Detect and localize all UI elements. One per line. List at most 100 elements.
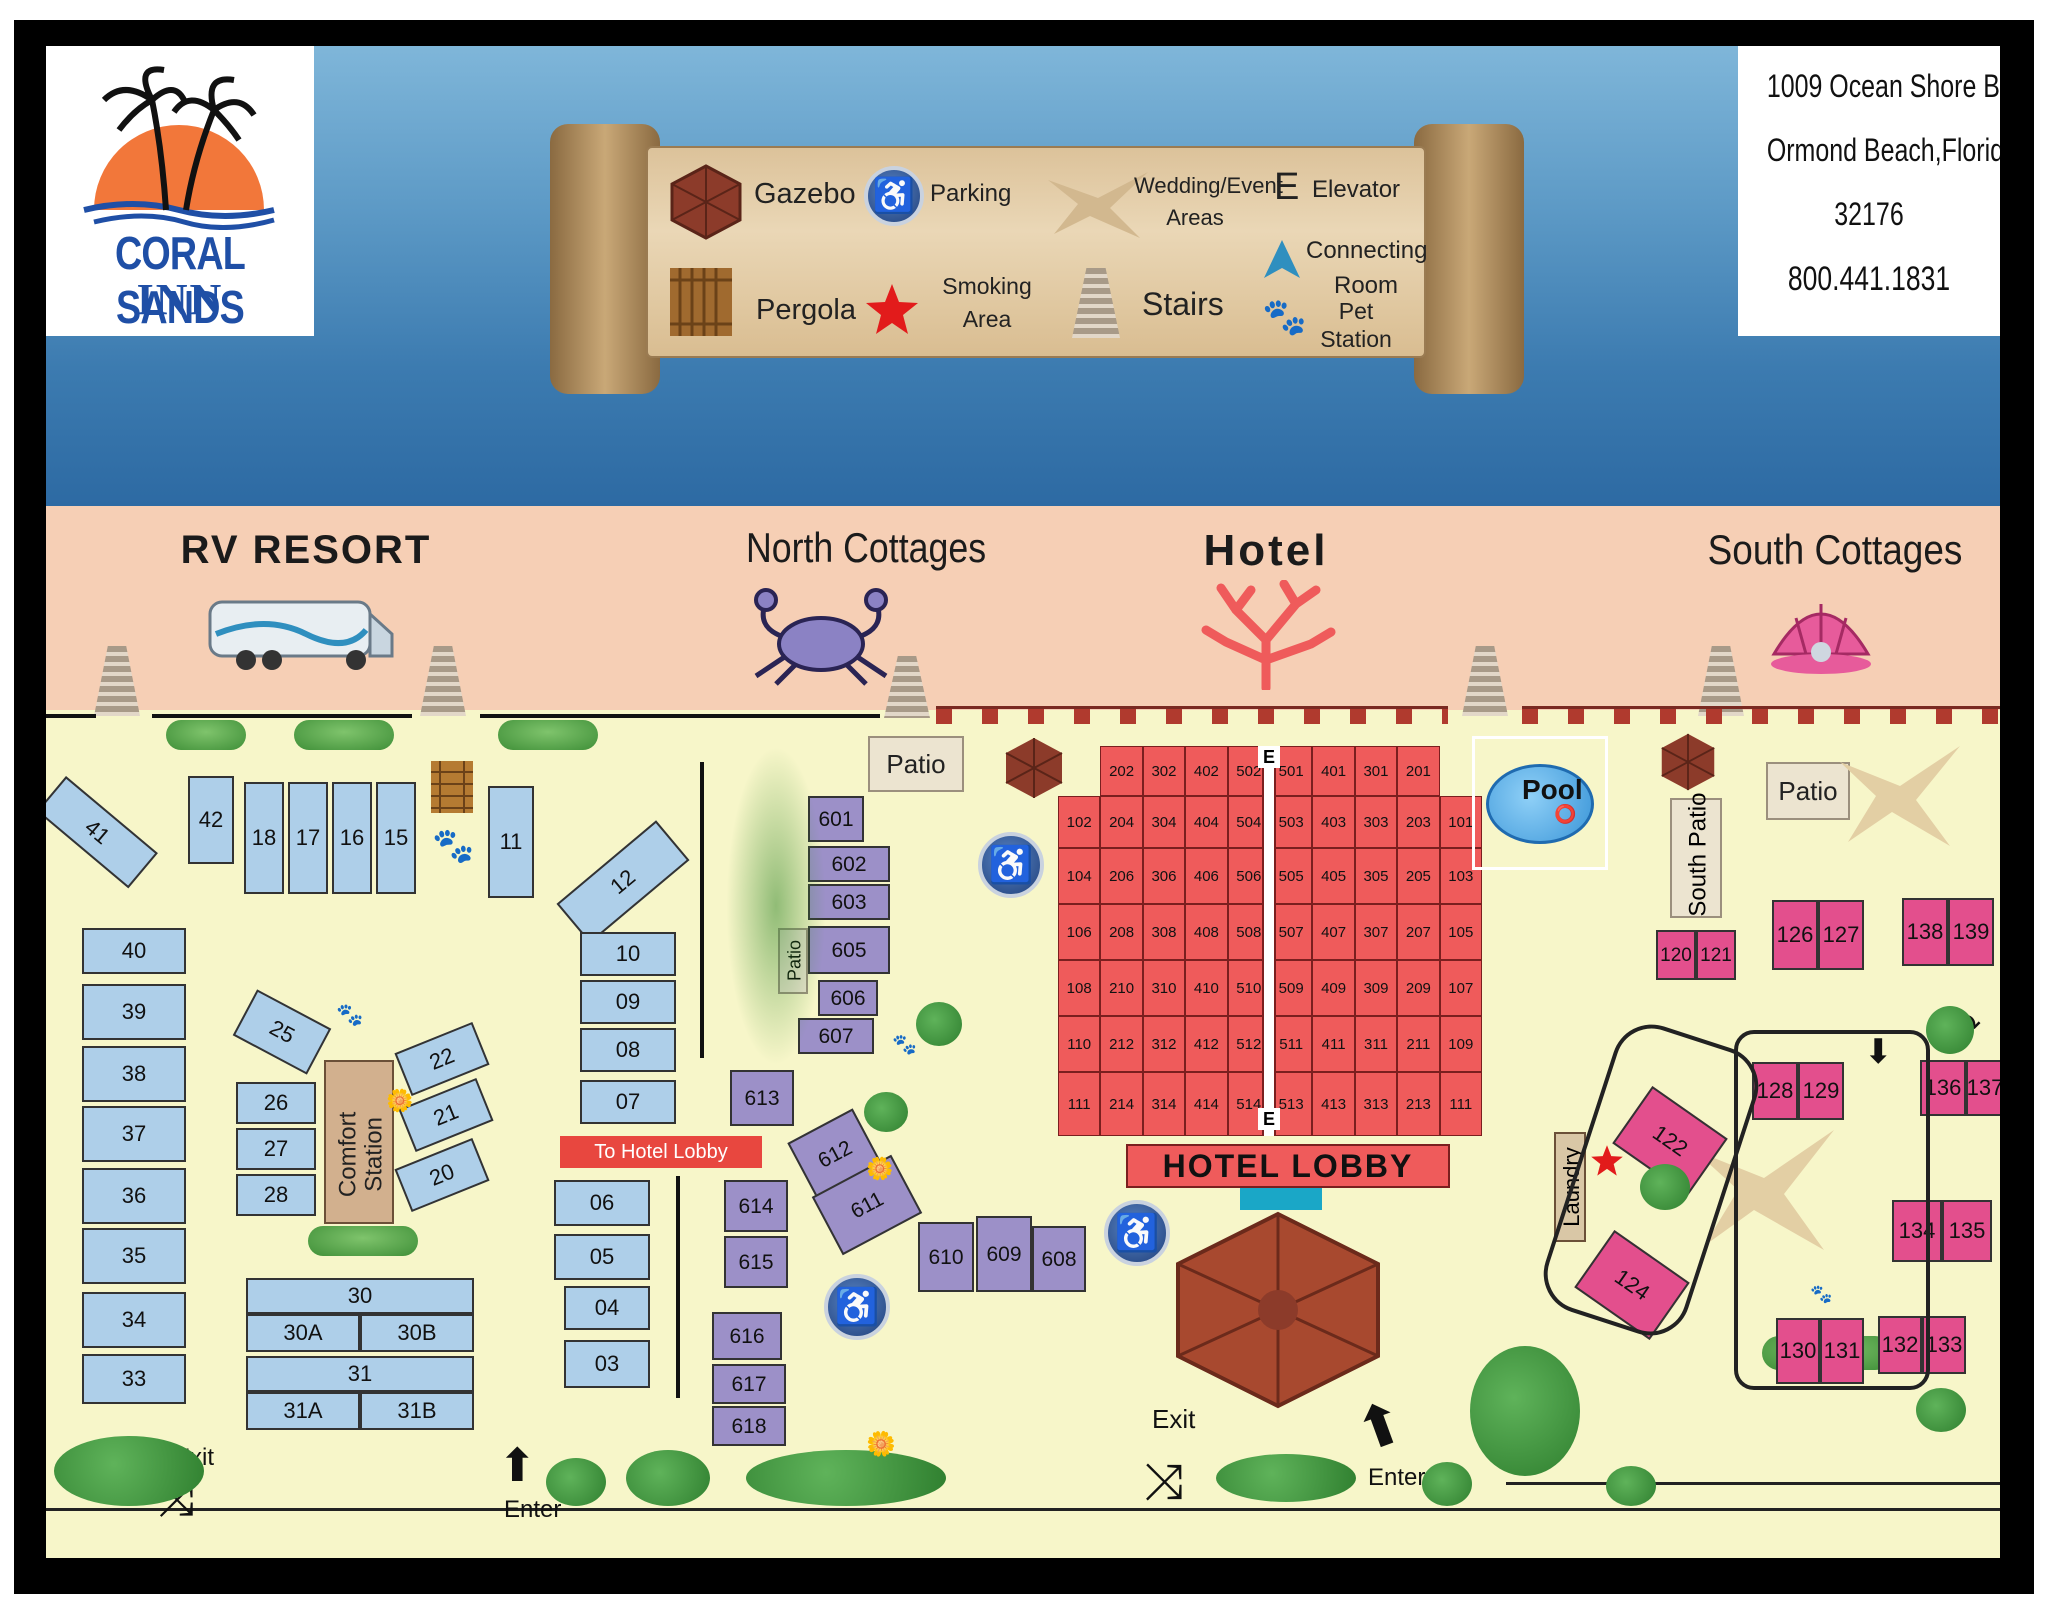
parking-icon[interactable]: ♿ [1104, 1200, 1170, 1266]
cottage-134[interactable]: 134 [1892, 1200, 1942, 1262]
hotel-room[interactable]: 202 [1100, 746, 1143, 796]
rv-site-31a[interactable]: 31A [246, 1392, 360, 1430]
hotel-room[interactable]: 313 [1354, 1072, 1398, 1136]
hotel-room[interactable]: 511 [1270, 1016, 1313, 1072]
hotel-room[interactable]: 205 [1397, 848, 1440, 904]
cottage-615[interactable]: 615 [724, 1236, 788, 1288]
parking-icon[interactable]: ♿ [824, 1274, 890, 1340]
hotel-room[interactable]: 311 [1354, 1016, 1398, 1072]
rv-site-07[interactable]: 07 [580, 1080, 676, 1124]
exit-arrow-icon[interactable]: ⤨ [1144, 1453, 1184, 1509]
rv-site-11[interactable]: 11 [488, 786, 534, 898]
hotel-room[interactable]: 503 [1270, 796, 1313, 848]
cottage-135[interactable]: 135 [1942, 1200, 1992, 1262]
hotel-room[interactable]: 304 [1142, 796, 1186, 848]
rv-site-28[interactable]: 28 [236, 1174, 316, 1216]
hotel-room[interactable]: 111 [1058, 1072, 1101, 1136]
hotel-room[interactable]: 406 [1185, 848, 1228, 904]
hotel-room[interactable]: 306 [1142, 848, 1186, 904]
cottage-126[interactable]: 126 [1772, 900, 1818, 970]
hotel-room[interactable]: 307 [1354, 904, 1398, 960]
rv-site-34[interactable]: 34 [82, 1292, 186, 1348]
rv-site-37[interactable]: 37 [82, 1106, 186, 1162]
hotel-room[interactable]: 412 [1185, 1016, 1228, 1072]
hotel-room[interactable]: 403 [1312, 796, 1355, 848]
cottage-120[interactable]: 120 [1656, 930, 1696, 980]
rv-site-03[interactable]: 03 [564, 1340, 650, 1388]
hotel-room[interactable]: 213 [1397, 1072, 1440, 1136]
hotel-room[interactable]: 410 [1185, 960, 1228, 1016]
hotel-room[interactable]: 105 [1439, 904, 1482, 960]
hotel-room[interactable]: 409 [1312, 960, 1355, 1016]
hotel-room[interactable]: 214 [1100, 1072, 1143, 1136]
hotel-room[interactable]: 305 [1354, 848, 1398, 904]
hotel-room[interactable]: 106 [1058, 904, 1101, 960]
hotel-room[interactable]: 302 [1142, 746, 1186, 796]
enter-arrow-icon[interactable]: ⬆ [498, 1439, 537, 1491]
rv-site-10[interactable]: 10 [580, 932, 676, 976]
rv-site-33[interactable]: 33 [82, 1354, 186, 1404]
rv-site-08[interactable]: 08 [580, 1028, 676, 1072]
hotel-room[interactable]: 109 [1439, 1016, 1482, 1072]
hotel-room[interactable]: 309 [1354, 960, 1398, 1016]
cottage-606[interactable]: 606 [818, 980, 878, 1016]
cottage-616[interactable]: 616 [712, 1312, 782, 1360]
hotel-room[interactable]: 314 [1142, 1072, 1186, 1136]
cottage-609[interactable]: 609 [976, 1216, 1032, 1292]
hotel-room[interactable]: 101 [1439, 796, 1482, 848]
hotel-room[interactable]: 212 [1100, 1016, 1143, 1072]
rv-site-04[interactable]: 04 [564, 1286, 650, 1330]
rv-site-36[interactable]: 36 [82, 1168, 186, 1224]
hotel-room[interactable]: 303 [1354, 796, 1398, 848]
hotel-room[interactable]: 111 [1439, 1072, 1482, 1136]
rv-site-17[interactable]: 17 [288, 782, 328, 894]
hotel-room[interactable]: 405 [1312, 848, 1355, 904]
hotel-room[interactable]: 107 [1439, 960, 1482, 1016]
cottage-128[interactable]: 128 [1752, 1062, 1798, 1120]
hotel-room[interactable]: 404 [1185, 796, 1228, 848]
hotel-room[interactable]: 502 [1227, 746, 1270, 796]
cottage-129[interactable]: 129 [1798, 1062, 1844, 1120]
rv-site-30b[interactable]: 30B [360, 1314, 474, 1352]
hotel-room[interactable]: 411 [1312, 1016, 1355, 1072]
rv-site-38[interactable]: 38 [82, 1046, 186, 1102]
hotel-room[interactable]: 209 [1397, 960, 1440, 1016]
cottage-613[interactable]: 613 [730, 1070, 794, 1126]
rv-site-35[interactable]: 35 [82, 1228, 186, 1284]
hotel-room[interactable]: 211 [1397, 1016, 1440, 1072]
rv-site-05[interactable]: 05 [554, 1234, 650, 1280]
rv-site-16[interactable]: 16 [332, 782, 372, 894]
laundry[interactable]: Laundry [1554, 1132, 1586, 1242]
hotel-room[interactable]: 408 [1185, 904, 1228, 960]
rv-site-31b[interactable]: 31B [360, 1392, 474, 1430]
rv-site-40[interactable]: 40 [82, 928, 186, 974]
cottage-608[interactable]: 608 [1032, 1226, 1086, 1292]
cottage-139[interactable]: 139 [1948, 898, 1994, 966]
hotel-room[interactable]: 312 [1142, 1016, 1186, 1072]
hotel-room[interactable]: 413 [1312, 1072, 1355, 1136]
rv-site-31[interactable]: 31 [246, 1356, 474, 1392]
hotel-room[interactable]: 509 [1270, 960, 1313, 1016]
hotel-room[interactable]: 108 [1058, 960, 1101, 1016]
hotel-room[interactable]: 207 [1397, 904, 1440, 960]
hotel-room[interactable]: 204 [1100, 796, 1143, 848]
hotel-room[interactable]: 308 [1142, 904, 1186, 960]
hotel-room[interactable]: 402 [1185, 746, 1228, 796]
hotel-room[interactable]: 407 [1312, 904, 1355, 960]
cottage-138[interactable]: 138 [1902, 898, 1948, 966]
hotel-room[interactable]: 206 [1100, 848, 1143, 904]
hotel-room[interactable]: 203 [1397, 796, 1440, 848]
cottage-617[interactable]: 617 [712, 1364, 786, 1404]
cottage-131[interactable]: 131 [1820, 1318, 1864, 1384]
hotel-room[interactable]: 208 [1100, 904, 1143, 960]
rv-site-06[interactable]: 06 [554, 1180, 650, 1226]
hotel-room[interactable]: 201 [1397, 746, 1440, 796]
hotel-room[interactable]: 505 [1270, 848, 1313, 904]
rv-site-39[interactable]: 39 [82, 984, 186, 1040]
cottage-610[interactable]: 610 [918, 1222, 974, 1292]
hotel-room[interactable]: 110 [1058, 1016, 1101, 1072]
cottage-127[interactable]: 127 [1818, 900, 1864, 970]
hotel-room[interactable]: 104 [1058, 848, 1101, 904]
hotel-room[interactable]: 507 [1270, 904, 1313, 960]
parking-icon[interactable]: ♿ [978, 832, 1044, 898]
